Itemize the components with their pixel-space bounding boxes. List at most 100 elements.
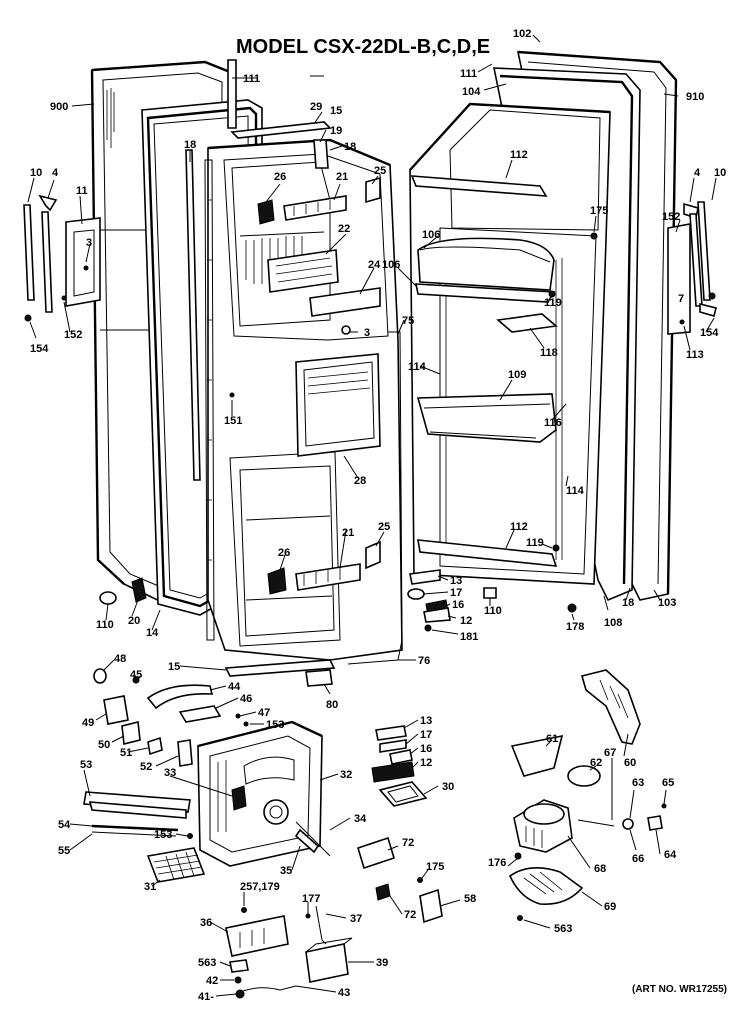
part-30 [378,781,428,807]
grille-31 [146,847,206,883]
part-17 [407,588,425,600]
part-34 [295,821,331,857]
connector-41 [235,989,245,999]
label-106: 106 [382,259,400,271]
label-18: 18 [184,139,196,151]
label-175: 175 [426,861,444,873]
label-65: 65 [662,777,674,789]
label-151: 151 [224,415,242,427]
label-178: 178 [566,621,584,633]
label-66: 66 [632,853,644,865]
label-152: 152 [64,329,82,341]
label-17: 17 [450,587,462,599]
label-76: 76 [418,655,430,667]
part-35 [294,828,320,854]
strip-54 [91,824,179,832]
breaker-strip-lower [224,659,336,677]
label-42: 42 [206,975,218,987]
label-3: 3 [364,327,370,339]
label-32: 32 [340,769,352,781]
label-109: 109 [508,369,526,381]
part-178 [567,603,577,613]
label-13: 13 [450,575,462,587]
part-80 [305,669,333,687]
screw-257 [241,907,247,913]
label-51: 51 [120,747,132,759]
label-14: 14 [146,627,159,639]
label-12: 12 [420,757,432,769]
label-20: 20 [128,615,140,627]
label-3: 3 [86,237,92,249]
part-labels: 102 111 111 104 910 900 29 15 19 18 18 1… [30,28,726,1003]
label-21: 21 [336,171,348,183]
part-12 [423,607,451,623]
label-13: 13 [420,715,432,727]
crisper-pan-106 [415,237,556,303]
label-37: 37 [350,913,362,925]
air-duct-60 [581,669,641,745]
freezer-shelf-24 [309,287,381,317]
label-112: 112 [510,149,528,161]
label-47: 47 [258,707,270,719]
solenoid-39 [305,937,353,983]
part-48 [93,668,107,684]
label-24: 24 [368,259,381,271]
label-12: 12 [460,615,472,627]
art-number: (ART NO. WR17255) [632,984,727,995]
label-175: 175 [590,205,608,217]
label-54: 54 [58,819,71,831]
dispenser-housing [197,720,323,867]
label-106: 106 [422,229,440,241]
label-34: 34 [354,813,367,825]
fresh-food-case-liner [409,102,611,585]
label-4: 4 [52,167,59,179]
part-47 [235,713,241,719]
label-52: 52 [140,761,152,773]
drip-tray-53 [83,791,191,819]
label-119: 119 [526,537,544,549]
label-64: 64 [664,849,677,861]
label-118: 118 [540,347,558,359]
label-53: 53 [80,759,92,771]
label-910: 910 [686,91,704,103]
screw-181 [424,624,432,632]
label-58: 58 [464,893,476,905]
label-67: 67 [604,747,616,759]
left-hinge-parts [23,194,101,322]
door-bin-109 [416,393,557,443]
screw-153b [187,833,193,839]
label-26: 26 [274,171,286,183]
label-50: 50 [98,739,110,751]
screw-119b [552,544,560,552]
freezer-gasket-strip [227,59,258,129]
label-108: 108 [604,617,622,629]
label-114: 114 [566,485,585,497]
strip-55 [91,831,177,837]
label-43: 43 [338,987,350,999]
freezer-shelf-lower [267,540,381,595]
label-103: 103 [658,597,676,609]
dispenser-bracket-36 [225,915,289,957]
label-60: 60 [624,757,636,769]
part-66 [622,818,634,830]
label-44: 44 [228,681,241,693]
label-153: 153 [266,719,284,731]
label-114: 114 [408,361,427,373]
mullion-trim [313,139,329,169]
ice-tray [267,249,339,293]
fan-shroud-69 [508,867,584,905]
label-49: 49 [82,717,94,729]
label-110: 110 [96,619,114,631]
part-118 [496,313,558,333]
wire-harness-75 [388,331,403,661]
label-46: 46 [240,693,252,705]
label-33: 33 [164,767,176,779]
part-46 [178,705,222,723]
label-152: 152 [662,211,680,223]
label-111: 111 [243,73,260,85]
label-25: 25 [374,165,386,177]
label-111: 111 [460,68,477,80]
label-104: 104 [462,86,481,98]
label-176: 176 [488,857,506,869]
label-113: 113 [686,349,704,361]
